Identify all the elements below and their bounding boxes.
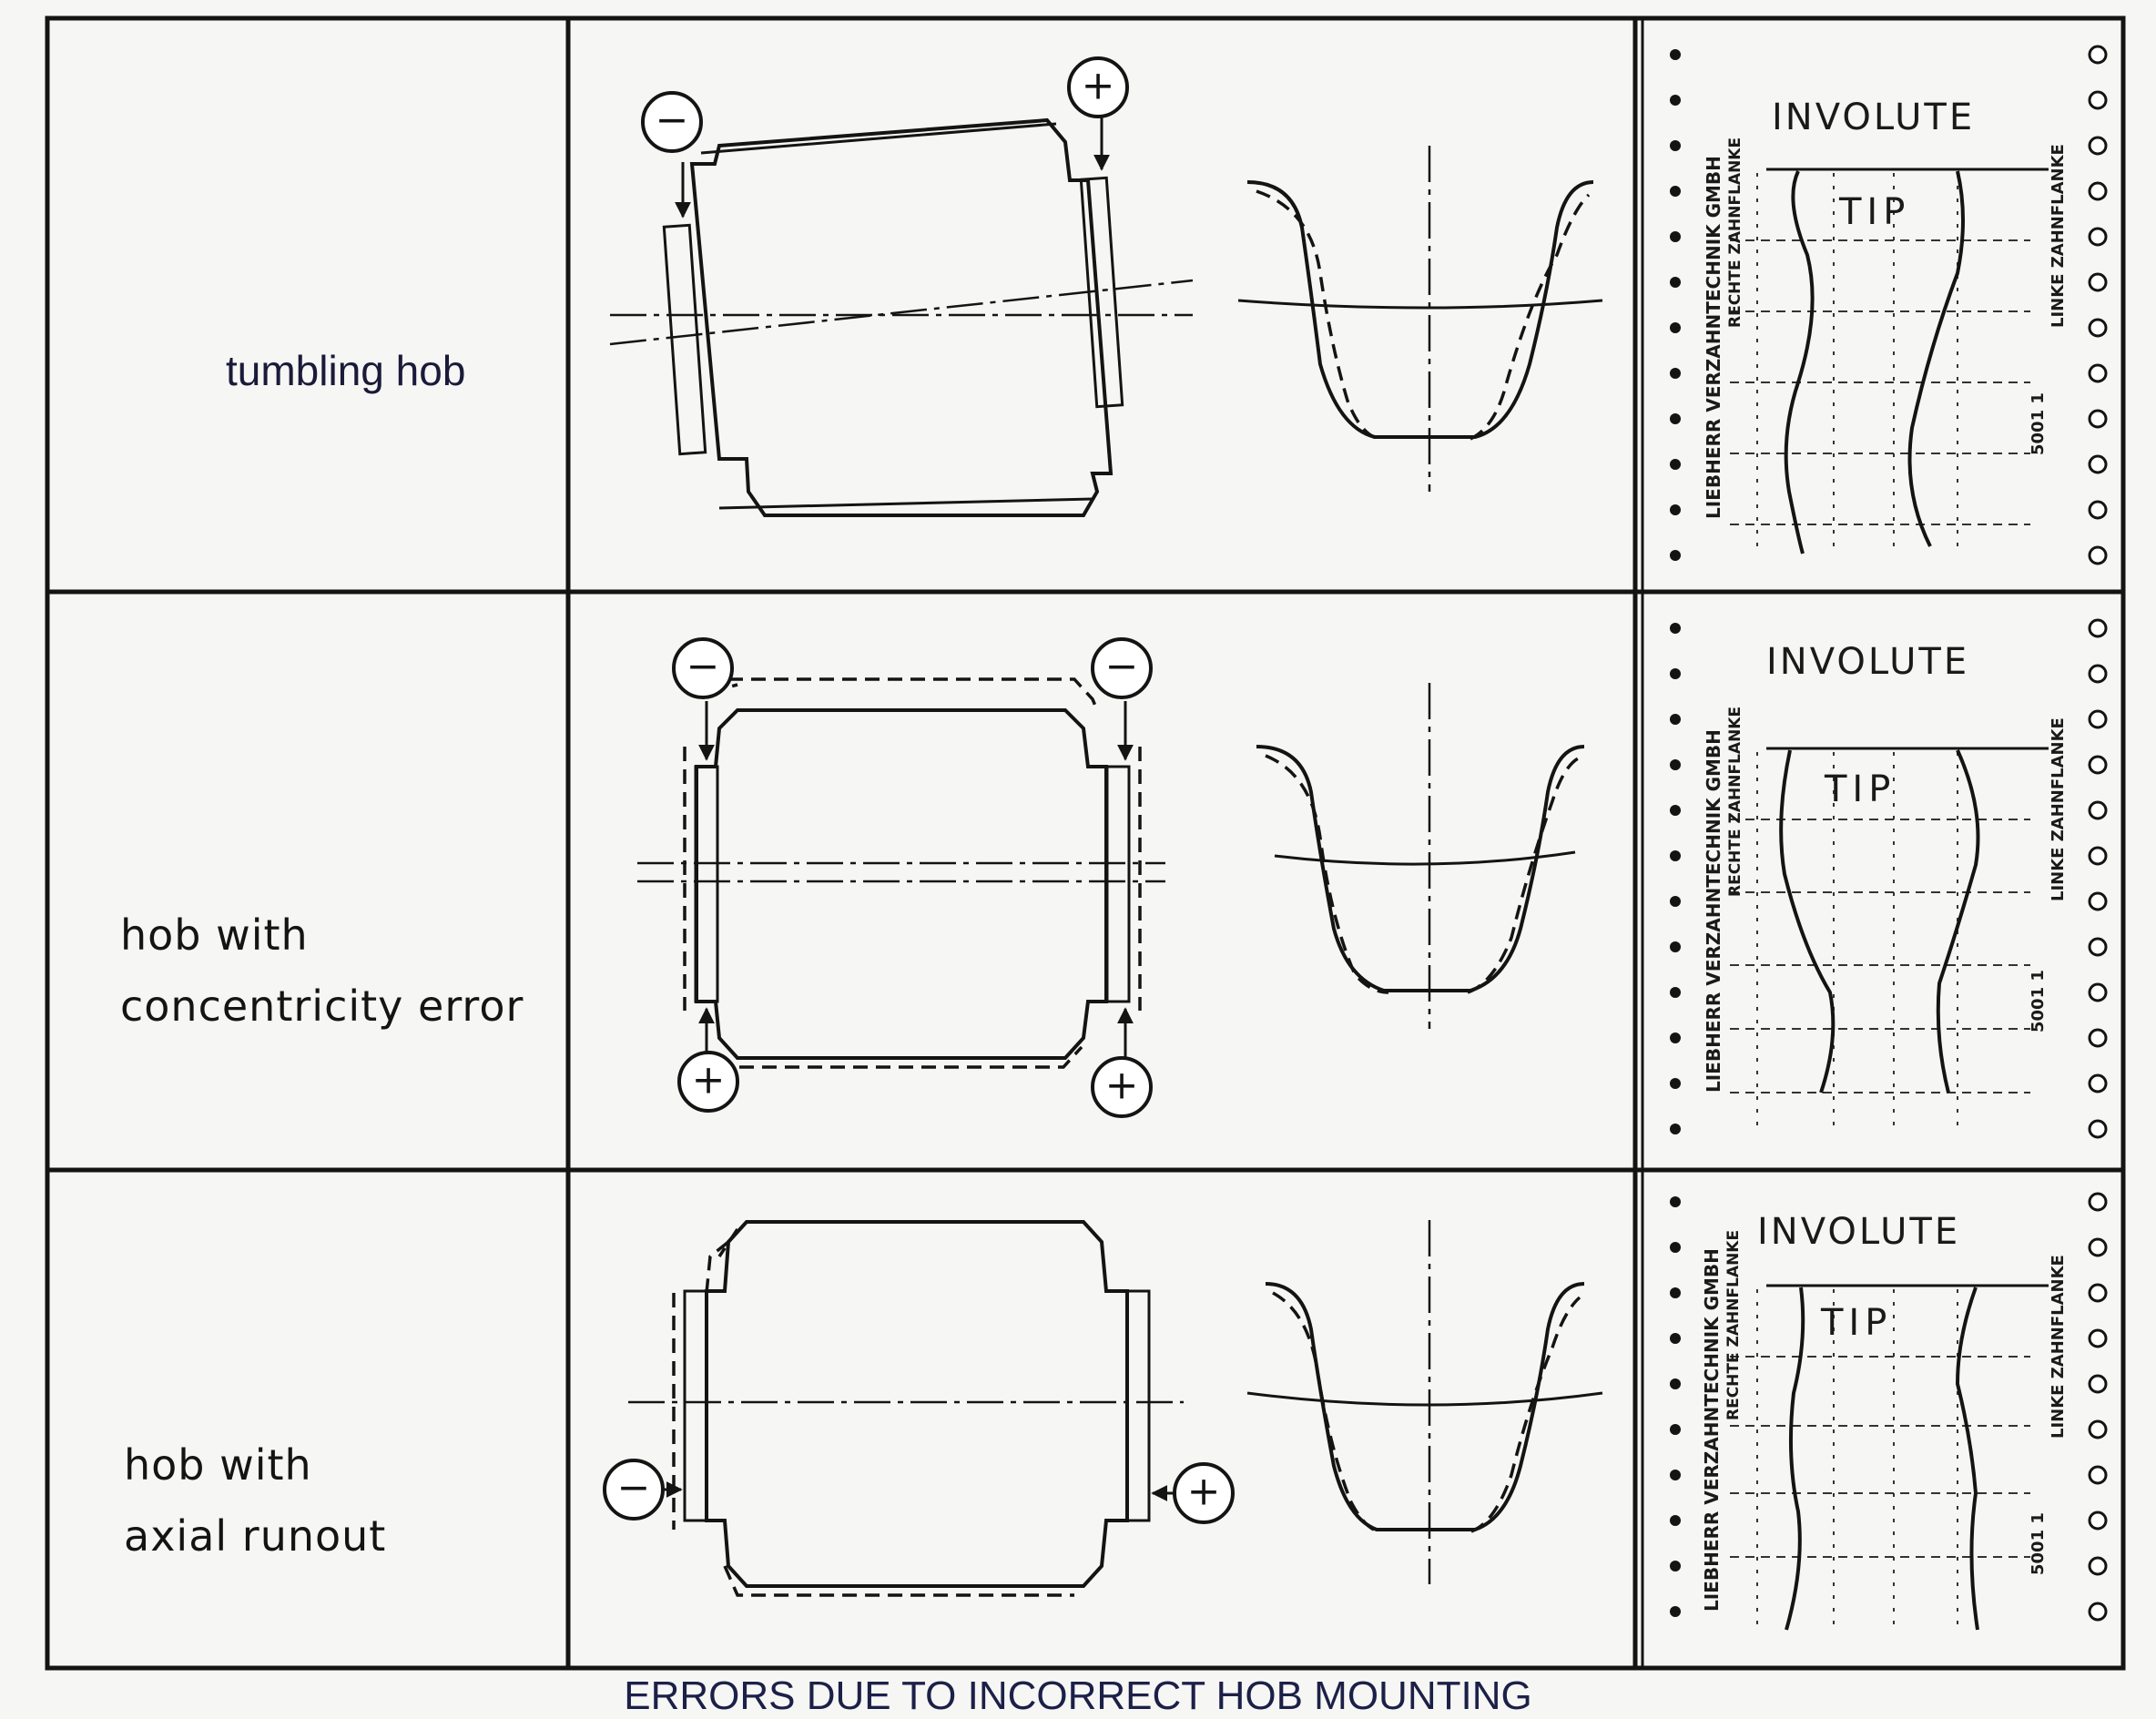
hob-drawing-axial-runout: − + (603, 1220, 1235, 1597)
chart-maker-text: LIEBHERR VERZAHNTECHNIK GMBH (1703, 156, 1724, 519)
row-label-concentricity-line-2: concentricity error (120, 982, 524, 1031)
chart-flank-left-text: LINKE ZAHNFLANKE (2049, 717, 2068, 901)
tooth-profile-tumbling (1237, 146, 1603, 492)
svg-text:+: + (1082, 63, 1115, 109)
chart-flank-right-text: RECHTE ZAHNFLANKE (1726, 137, 1744, 328)
chart-label-tip: TIP (1839, 191, 1911, 233)
chart-title-involute: INVOLUTE (1766, 641, 1970, 683)
sprocket-holes-right (2088, 1192, 2108, 1622)
svg-text:−: − (656, 97, 689, 144)
plus-sign-icon: + (1173, 1462, 1235, 1524)
chart-scale-text: 5001 1 (2029, 970, 2048, 1032)
minus-sign-icon: − (603, 1459, 665, 1521)
involute-chart-1 (1670, 45, 2108, 565)
hob-drawing-concentricity: − − + + (637, 637, 1165, 1118)
hob-drawing-tumbling: − + (609, 56, 1194, 517)
figure-caption: ERRORS DUE TO INCORRECT HOB MOUNTING (624, 1673, 1532, 1718)
sprocket-holes-left (1670, 623, 1681, 1134)
svg-text:−: − (617, 1465, 651, 1511)
chart-maker-text: LIEBHERR VERZAHNTECHNIK GMBH (1703, 729, 1724, 1093)
svg-text:+: + (1105, 1063, 1139, 1109)
tooth-profile-concentricity (1256, 683, 1585, 1029)
chart-flank-right-text: RECHTE ZAHNFLANKE (1724, 1229, 1743, 1420)
minus-sign-icon: − (641, 91, 703, 153)
row-label-concentricity-line-1: hob with (120, 910, 309, 960)
involute-chart-3 (1670, 1192, 2108, 1631)
svg-text:+: + (692, 1057, 726, 1104)
chart-maker-text: LIEBHERR VERZAHNTECHNIK GMBH (1701, 1248, 1723, 1612)
table-frame (45, 15, 2126, 1671)
svg-text:+: + (1187, 1469, 1221, 1515)
chart-flank-left-text: LINKE ZAHNFLANKE (2049, 144, 2068, 328)
minus-sign-icon: − (1091, 637, 1153, 699)
sprocket-holes-right (2088, 618, 2108, 1139)
sprocket-holes-left (1670, 49, 1681, 561)
row-label-axial-runout-line-2: axial runout (124, 1511, 387, 1561)
plus-sign-icon: + (677, 1051, 739, 1113)
plus-sign-icon: + (1091, 1056, 1153, 1118)
sprocket-holes-right (2088, 45, 2108, 565)
minus-sign-icon: − (672, 637, 734, 699)
svg-text:−: − (1105, 644, 1139, 690)
plus-sign-icon: + (1067, 56, 1129, 118)
chart-label-tip: TIP (1821, 1302, 1893, 1344)
chart-flank-left-text: LINKE ZAHNFLANKE (2049, 1255, 2068, 1439)
svg-text:−: − (686, 644, 720, 690)
chart-scale-text: 5001 1 (2029, 392, 2048, 455)
row-label-axial-runout-line-1: hob with (124, 1440, 312, 1490)
sprocket-holes-left (1670, 1196, 1681, 1617)
chart-flank-right-text: RECHTE ZAHNFLANKE (1726, 706, 1744, 897)
chart-title-involute: INVOLUTE (1772, 97, 1976, 138)
involute-chart-2 (1670, 618, 2108, 1139)
chart-title-involute: INVOLUTE (1757, 1211, 1961, 1253)
row-label-tumbling-hob: tumbling hob (226, 347, 466, 394)
chart-label-tip: TIP (1825, 768, 1897, 810)
chart-scale-text: 5001 1 (2029, 1512, 2048, 1575)
tooth-profile-axial-runout (1246, 1220, 1603, 1584)
